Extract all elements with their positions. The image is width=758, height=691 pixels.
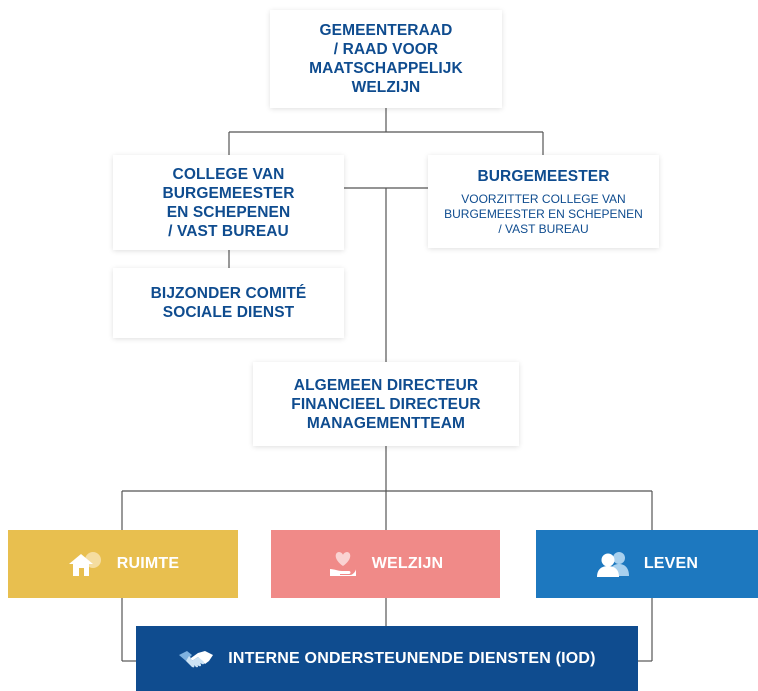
college-title: COLLEGE VAN BURGEMEESTER EN SCHEPENEN / … (162, 165, 295, 240)
directors-title: ALGEMEEN DIRECTEUR FINANCIEEL DIRECTEUR … (291, 376, 481, 432)
mayor-title: BURGEMEESTER (477, 167, 610, 185)
department-label: LEVEN (643, 555, 699, 572)
department-label: RUIMTE (116, 555, 180, 572)
mayor-subtitle: VOORZITTER COLLEGE VAN BURGEMEESTER EN S… (444, 191, 643, 236)
directors-box: ALGEMEEN DIRECTEUR FINANCIEEL DIRECTEUR … (253, 362, 519, 446)
department-welzijn: WELZIJN (271, 530, 500, 598)
council-box: GEMEENTERAAD / RAAD VOOR MAATSCHAPPELIJK… (270, 10, 502, 108)
college-box: COLLEGE VAN BURGEMEESTER EN SCHEPENEN / … (113, 155, 344, 250)
department-ruimte: RUIMTE (8, 530, 238, 598)
council-title: GEMEENTERAAD / RAAD VOOR MAATSCHAPPELIJK… (309, 22, 463, 96)
department-leven: LEVEN (536, 530, 758, 598)
mayor-box: BURGEMEESTER VOORZITTER COLLEGE VAN BURG… (428, 155, 659, 248)
house-icon (68, 552, 101, 576)
committee-title: BIJZONDER COMITÉ SOCIALE DIENST (150, 285, 307, 321)
heart-hand-icon (329, 552, 356, 576)
department-label: WELZIJN (371, 555, 444, 572)
people-icon (596, 552, 629, 577)
handshake-icon (179, 650, 214, 667)
committee-box: BIJZONDER COMITÉ SOCIALE DIENST (113, 268, 344, 338)
support-services: INTERNE ONDERSTEUNENDE DIENSTEN (IOD) (136, 626, 638, 691)
support-label: INTERNE ONDERSTEUNENDE DIENSTEN (IOD) (228, 649, 596, 667)
